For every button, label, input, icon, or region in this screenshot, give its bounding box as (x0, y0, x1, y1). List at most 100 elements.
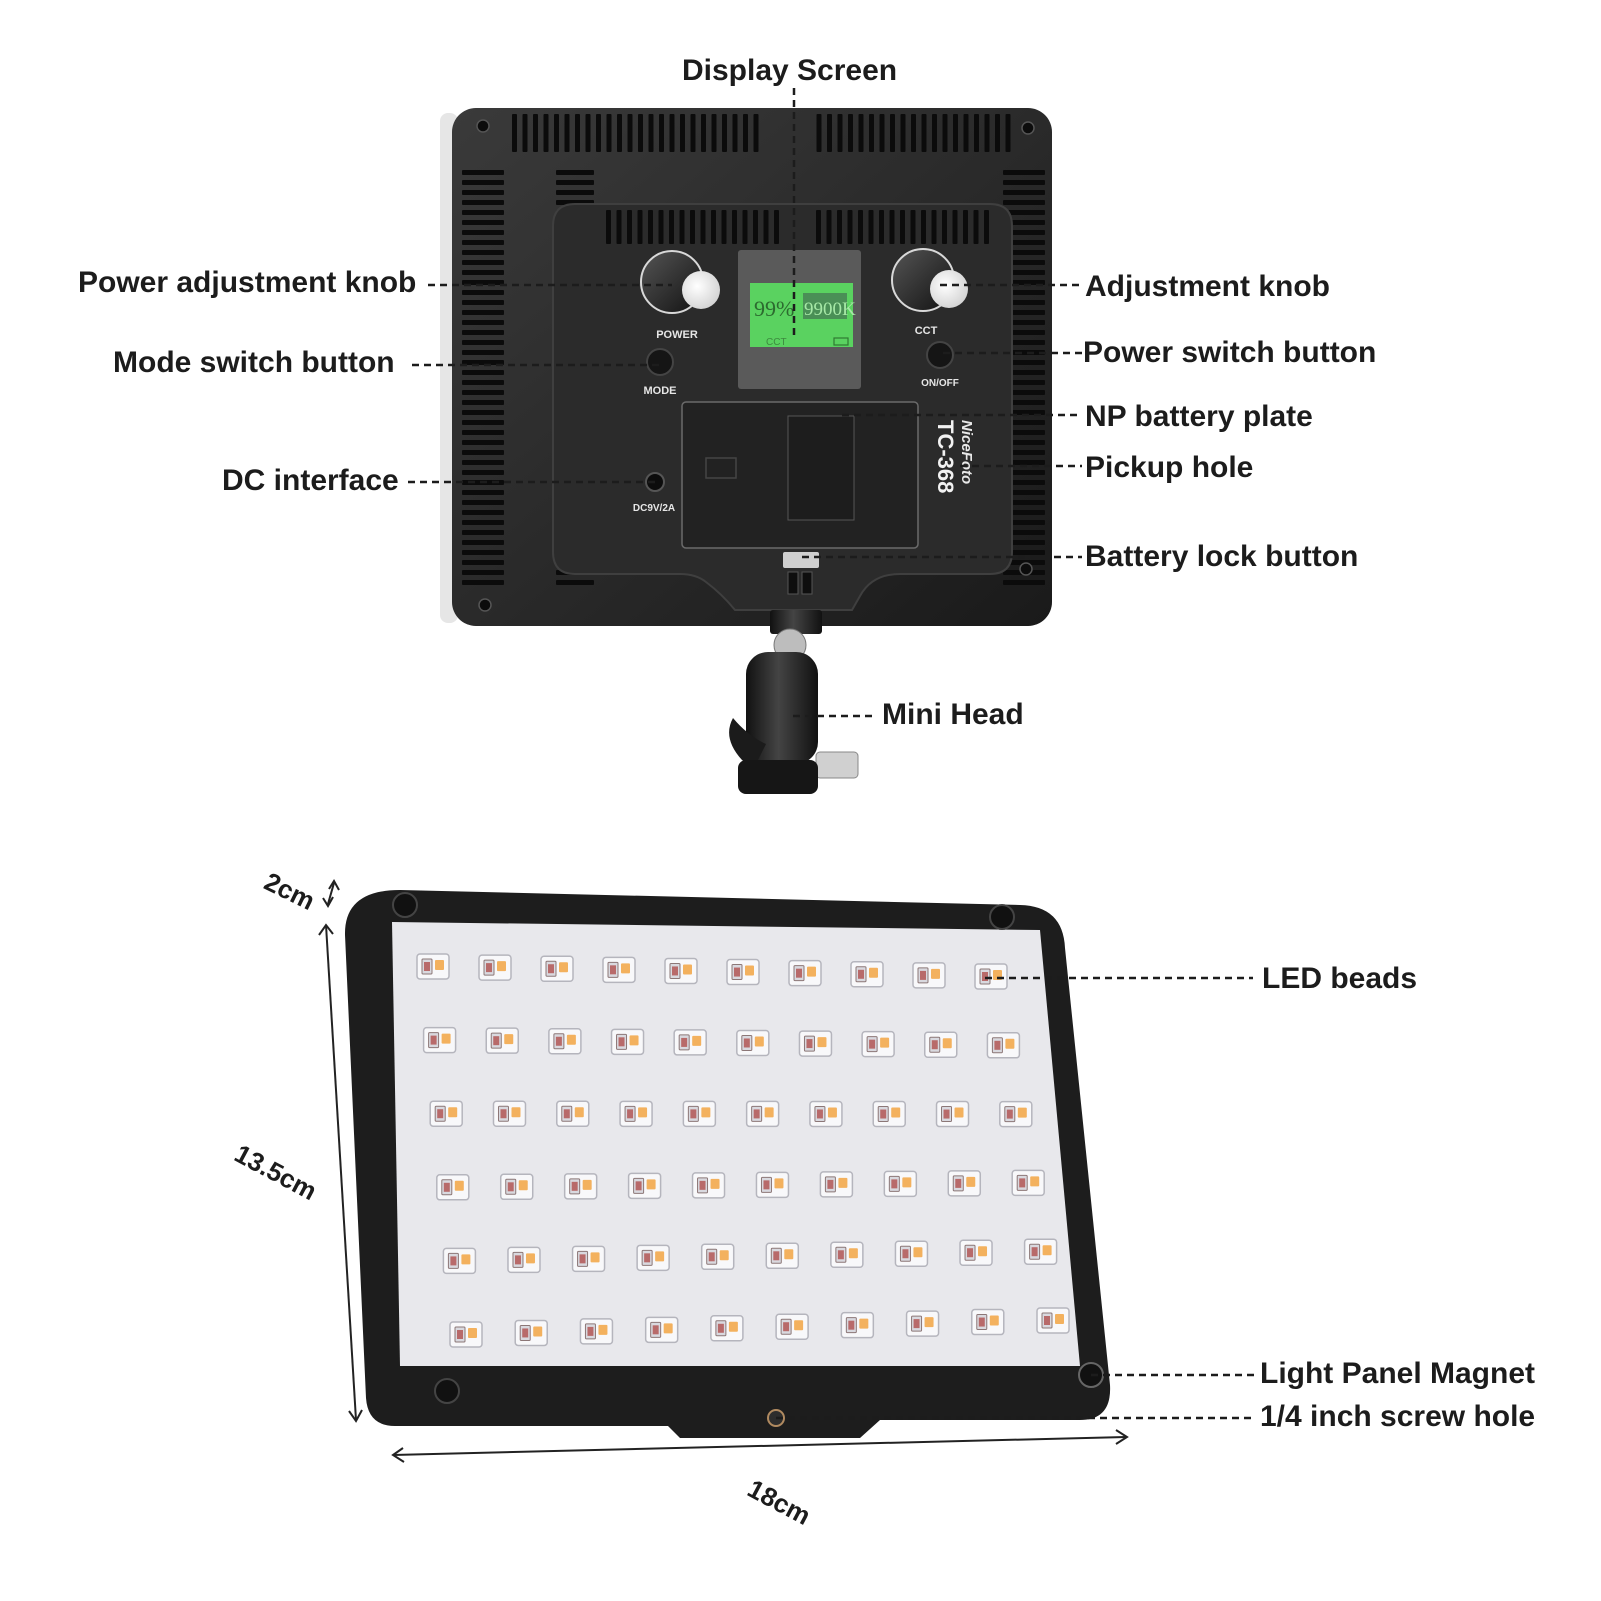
vent-slot (556, 580, 594, 585)
label-led-beads: LED beads (1262, 962, 1418, 995)
vent-slot (462, 190, 504, 195)
led-chip-core (837, 1250, 844, 1260)
battery-lock[interactable] (783, 552, 819, 568)
vent-slot (1003, 290, 1045, 295)
led-warm-chip (891, 1107, 901, 1118)
led-warm-chip (1042, 1245, 1052, 1256)
led-chip-core (1044, 1316, 1050, 1325)
vent-slot (462, 320, 504, 325)
vent-slot (627, 210, 632, 244)
led-warm-chip (655, 1251, 665, 1262)
vent-slot (462, 530, 504, 535)
inner-vent (606, 210, 989, 244)
led-chip-core (783, 1322, 790, 1332)
screw (1019, 562, 1033, 576)
vent-slot (462, 380, 504, 385)
led-chip-core (816, 1109, 823, 1119)
vent-slot (638, 114, 643, 152)
led-warm-chip (692, 1035, 702, 1046)
vent-slot (774, 210, 779, 244)
led-chip-core (773, 1251, 780, 1261)
vent-slot (1003, 440, 1045, 445)
vent-slot (921, 210, 926, 244)
vent-slot (556, 180, 594, 185)
led-warm-chip (931, 968, 940, 979)
vent-slot (462, 230, 504, 235)
led-chip-core (734, 967, 740, 977)
led-chip-core (717, 1323, 724, 1333)
led-chip-core (1006, 1109, 1013, 1119)
led-warm-chip (827, 1107, 837, 1118)
led-chip-core (507, 1182, 514, 1192)
led-chip-core (869, 1039, 876, 1049)
vent-slot (1003, 500, 1045, 505)
lock-screw-knob (815, 751, 859, 779)
arrow-head (348, 1409, 363, 1423)
vent-slot (701, 114, 706, 152)
vent-slot (680, 114, 685, 152)
vent-slot (1003, 230, 1045, 235)
vent-slot (942, 210, 947, 244)
led-warm-chip (504, 1034, 514, 1045)
lcd-percent: 99% (754, 296, 794, 321)
led-chip-core (920, 970, 926, 980)
led-chip-core (579, 1254, 586, 1264)
vent-slot (462, 410, 504, 415)
label-battery-lock-button: Battery lock button (1085, 540, 1359, 573)
led-chip-core (690, 1109, 697, 1119)
led-chip-core (681, 1037, 688, 1047)
led-warm-chip (869, 967, 878, 978)
led-warm-chip (924, 1317, 934, 1328)
vent-slot (462, 470, 504, 475)
led-warm-chip (518, 1180, 528, 1191)
vent-slot (648, 210, 653, 244)
led-chip-core (610, 965, 616, 975)
led-warm-chip (598, 1324, 608, 1335)
vent-slot (1003, 550, 1045, 555)
vent-slot (659, 114, 664, 152)
vent-slot (1003, 250, 1045, 255)
led-chip-core (753, 1109, 760, 1119)
vent-slot (1003, 490, 1045, 495)
vent-slot (1003, 180, 1045, 185)
led-warm-chip (902, 1177, 912, 1188)
vent-slot (564, 114, 570, 152)
label-mode-switch-button: Mode switch button (113, 346, 395, 379)
vent-slot (1003, 510, 1045, 515)
model-text: TC-368 (933, 420, 958, 493)
led-warm-chip (728, 1321, 738, 1332)
vent-slot (921, 114, 927, 152)
on-off-button[interactable] (926, 341, 954, 369)
vent-slot (890, 114, 895, 152)
vent-slot (543, 114, 549, 152)
on-off-text: ON/OFF (921, 378, 959, 389)
arrow-head (328, 879, 340, 891)
led-warm-chip (754, 1036, 764, 1047)
led-chip-core (522, 1328, 529, 1338)
brand-text: NiceFoto (958, 420, 975, 484)
vent-slot (1003, 470, 1045, 475)
mode-button[interactable] (646, 348, 674, 376)
led-chip-core (644, 1253, 651, 1263)
led-chip-core (437, 1109, 444, 1119)
vent-slot (669, 210, 674, 244)
label-dc-interface: DC interface (222, 464, 399, 497)
light-front-view (318, 879, 1129, 1463)
led-chip-core (891, 1179, 898, 1189)
lock-slot (801, 571, 813, 595)
vent-slot (963, 114, 969, 152)
led-warm-chip (764, 1107, 774, 1118)
vent-slot (585, 114, 591, 152)
vent-slot (848, 114, 853, 152)
led-warm-chip (441, 1033, 451, 1044)
label-np-battery-plate: NP battery plate (1085, 400, 1313, 433)
vent-slot (1003, 210, 1045, 215)
led-warm-chip (468, 1328, 477, 1338)
height-dimension-line (325, 924, 357, 1421)
led-warm-chip (1055, 1314, 1064, 1324)
label-power-adjustment-knob: Power adjustment knob (78, 266, 417, 299)
vent-slot (722, 114, 727, 152)
lcd-kelvin: 9900K (804, 299, 856, 320)
vent-slot (627, 114, 633, 152)
